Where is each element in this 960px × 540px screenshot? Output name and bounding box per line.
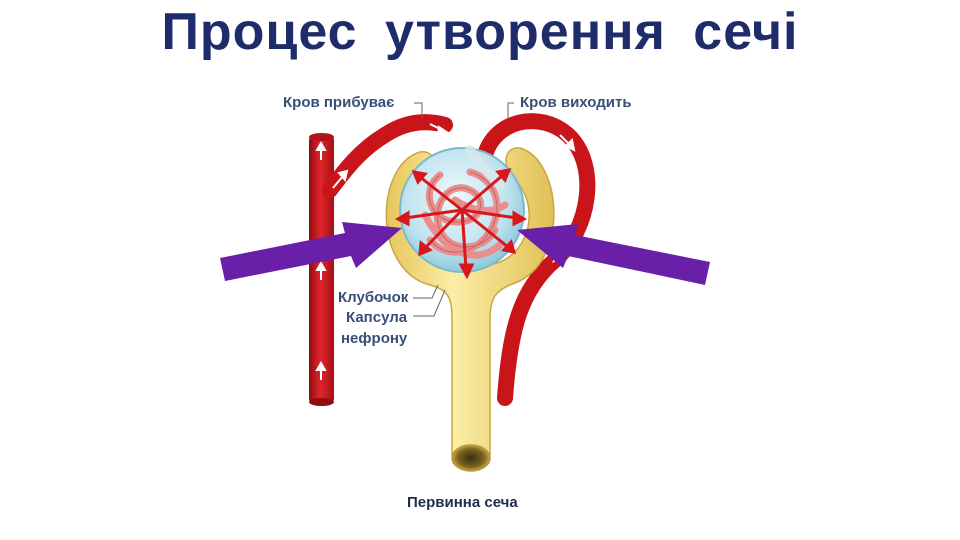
blood-in-label: Кров прибуває xyxy=(283,94,395,111)
efferent-vessel xyxy=(477,113,596,406)
arrow-left-icon xyxy=(517,224,710,285)
leader-lines xyxy=(413,102,514,317)
arrow-right-icon xyxy=(220,222,402,281)
capsule-label: Капсула xyxy=(346,309,408,326)
primary-urine-label: Первинна сеча xyxy=(407,494,518,511)
capsule-label-line2: нефрону xyxy=(341,330,408,347)
page-title: Процес утворення сечі xyxy=(161,3,799,61)
blood-out-label: Кров виходить xyxy=(520,94,632,111)
filtration-arrows xyxy=(394,168,528,280)
pressure-arrows xyxy=(220,222,710,285)
glomerulus-label: Клубочок xyxy=(338,289,409,306)
